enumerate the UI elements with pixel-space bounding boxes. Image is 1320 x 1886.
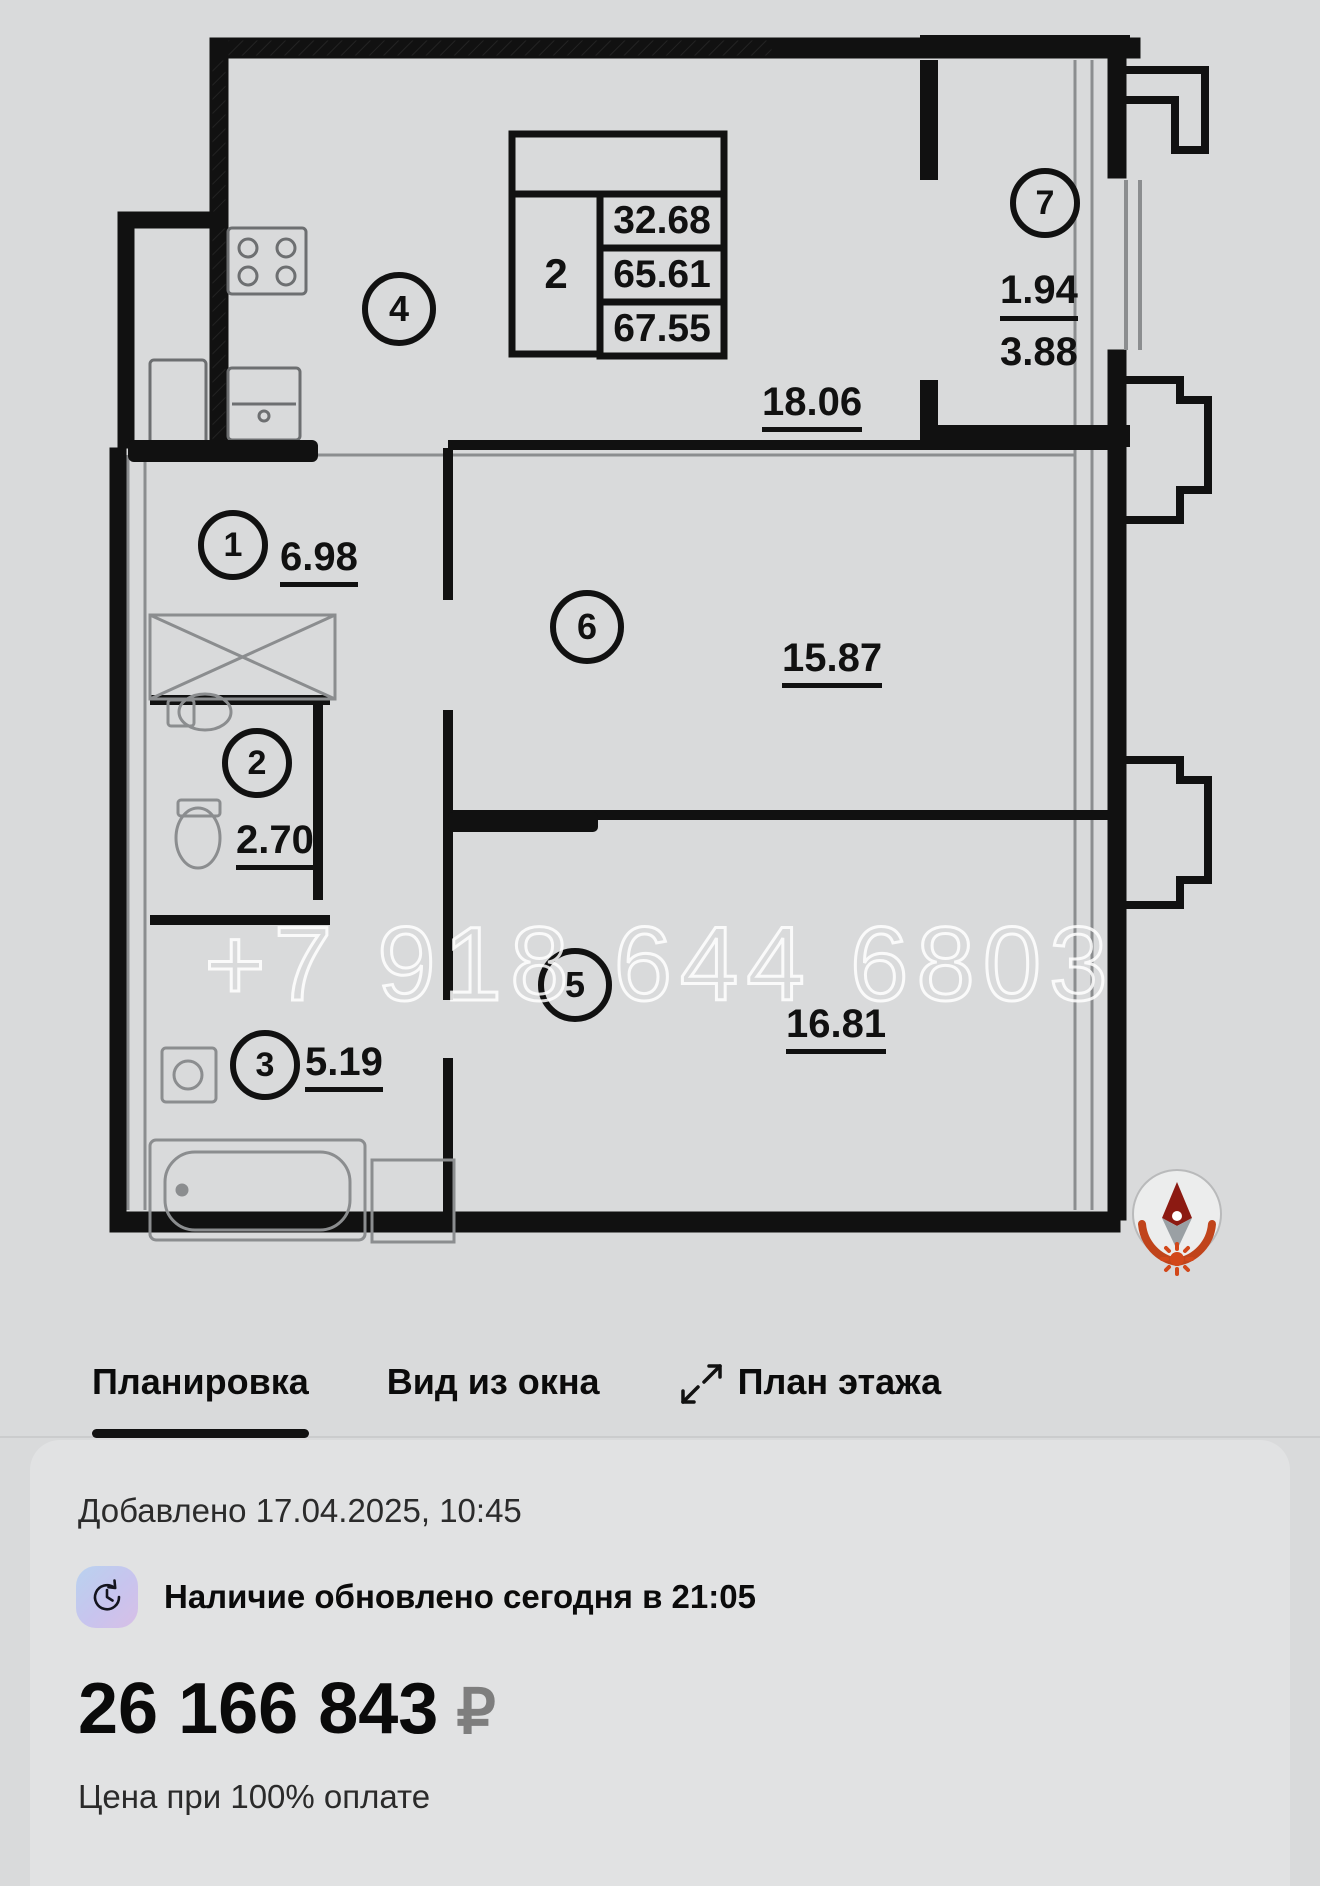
currency-symbol: ₽ <box>456 1678 496 1747</box>
area-label-room-5: 16.81 <box>786 1002 887 1054</box>
tab-plan-etazha[interactable]: План этажа <box>678 1318 942 1432</box>
tab-vid-iz-okna[interactable]: Вид из окна <box>387 1318 600 1432</box>
room-marker-1: 1 <box>198 510 268 580</box>
compass-rose[interactable] <box>1122 1166 1232 1276</box>
room-marker-5: 5 <box>538 948 612 1022</box>
area-without-balcony-value: 65.61 <box>613 253 711 296</box>
compass-north-needle <box>1162 1182 1192 1226</box>
room-marker-4: 4 <box>362 272 436 346</box>
room-marker-6: 6 <box>550 590 624 664</box>
tab-vid-iz-okna-label: Вид из окна <box>386 1361 600 1402</box>
area-label-wc: 2.70 <box>236 818 314 870</box>
added-timestamp: Добавлено 17.04.2025, 10:45 <box>78 1492 522 1529</box>
rooms-count: 2 <box>544 250 568 297</box>
living-area-value: 32.68 <box>613 199 711 242</box>
tab-planirovka[interactable]: Планировка <box>92 1318 309 1438</box>
area-label-balcony-net: 1.94 <box>1000 268 1078 321</box>
floorplan-viewport[interactable]: 2 32.68 65.61 67.55 4 7 1 2 3 6 5 6.98 2… <box>0 0 1320 1320</box>
floorplan-drawing <box>109 35 1212 1244</box>
sun-icon <box>1160 1242 1194 1276</box>
availability-label: Наличие обновлено сегодня в 21:05 <box>164 1578 756 1615</box>
compass-south-needle <box>1162 1218 1192 1250</box>
tab-bar: Планировка Вид из окна План этажа <box>0 1318 1320 1438</box>
availability-row[interactable]: Наличие обновлено сегодня в 21:05 <box>76 1566 756 1628</box>
clock-refresh-icon <box>76 1566 138 1628</box>
area-label-bath: 5.19 <box>305 1040 383 1092</box>
room-marker-3: 3 <box>230 1030 300 1100</box>
price-note: Цена при 100% оплате <box>78 1778 431 1815</box>
area-label-balcony-gross: 3.88 <box>1000 330 1078 374</box>
price-row: 26 166 843 ₽ <box>78 1668 496 1750</box>
room-marker-2: 2 <box>222 728 292 798</box>
tab-plan-etazha-label: План этажа <box>737 1361 942 1402</box>
area-label-room-6: 15.87 <box>782 636 883 688</box>
total-area-value: 67.55 <box>613 307 711 350</box>
price-value: 26 166 843 <box>78 1669 439 1749</box>
listing-info-card: Добавлено 17.04.2025, 10:45 Наличие обно… <box>30 1440 1290 1886</box>
room-marker-7: 7 <box>1010 168 1080 238</box>
tab-planirovka-label: Планировка <box>92 1361 309 1402</box>
plan-info-table <box>508 130 728 360</box>
expand-diagonal-icon <box>678 1361 724 1407</box>
area-label-hall: 6.98 <box>280 535 358 587</box>
area-label-kitchen-living: 18.06 <box>762 380 863 432</box>
